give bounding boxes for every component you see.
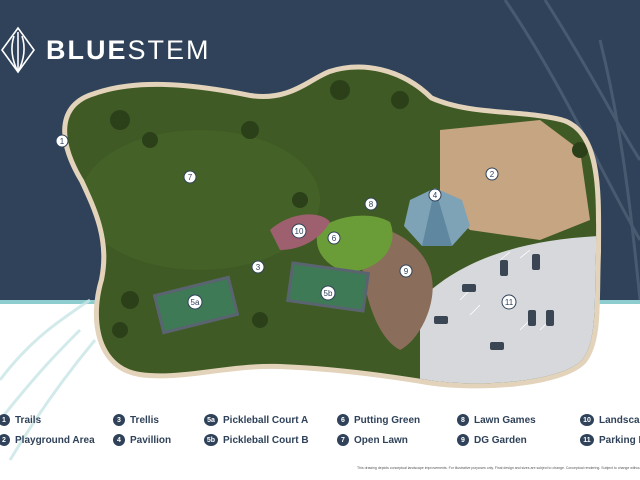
map-marker-label: 5b bbox=[324, 289, 333, 298]
legend-number: 5a bbox=[204, 414, 218, 426]
map-marker-label: 9 bbox=[404, 267, 409, 276]
map-marker-label: 5a bbox=[191, 298, 200, 307]
map-marker-7: 7 bbox=[183, 170, 197, 184]
parked-cars bbox=[434, 254, 554, 350]
map-marker-circle bbox=[251, 260, 265, 274]
map-marker-10: 10 bbox=[291, 223, 307, 239]
map-marker-label: 7 bbox=[188, 173, 193, 182]
map-marker-label: 3 bbox=[256, 263, 261, 272]
legend-label: Landscap bbox=[599, 414, 640, 426]
map-marker-circle bbox=[428, 188, 442, 202]
legend-label: Lawn Games bbox=[474, 414, 536, 426]
legend-item-9: 9 DG Garden bbox=[457, 432, 527, 448]
disclaimer: This drawing depicts conceptual landscap… bbox=[357, 466, 640, 470]
brand: BLUESTEM bbox=[0, 24, 211, 76]
brand-name-light: STEM bbox=[127, 34, 211, 65]
legend-number: 8 bbox=[457, 414, 469, 426]
legend-number: 9 bbox=[457, 434, 469, 446]
legend-label: Pickleball Court B bbox=[223, 434, 309, 446]
map-marker-circle bbox=[320, 285, 336, 301]
legend-label: Putting Green bbox=[354, 414, 421, 426]
legend-label: Parking L bbox=[599, 434, 640, 446]
legend-item-3: 3 Trellis bbox=[113, 412, 159, 428]
map-marker-circle bbox=[187, 294, 203, 310]
legend-number: 1 bbox=[0, 414, 10, 426]
map-marker-label: 2 bbox=[490, 170, 495, 179]
map-marker-1: 1 bbox=[55, 134, 69, 148]
putting-green bbox=[316, 215, 393, 272]
legend-label: Pickleball Court A bbox=[223, 414, 309, 426]
playground-area bbox=[440, 120, 590, 240]
legend: 1 Trails 2 Playground Area 3 Trellis 4 Pavillio… bbox=[0, 412, 640, 456]
legend-label: DG Garden bbox=[474, 434, 527, 446]
legend-item-11: 11 Parking L bbox=[580, 432, 640, 448]
legend-number: 10 bbox=[580, 414, 594, 426]
map-marker-circle bbox=[183, 170, 197, 184]
map-marker-4: 4 bbox=[428, 188, 442, 202]
map-marker-8: 8 bbox=[364, 197, 378, 211]
parking-lot bbox=[420, 236, 597, 384]
map-marker-9: 9 bbox=[399, 264, 413, 278]
map-marker-circle bbox=[364, 197, 378, 211]
brand-name-bold: BLUE bbox=[46, 34, 128, 65]
legend-number: 6 bbox=[337, 414, 349, 426]
legend-item-4: 4 Pavillion bbox=[113, 432, 171, 448]
legend-item-6: 6 Putting Green bbox=[337, 412, 420, 428]
lawn-shade bbox=[80, 130, 320, 270]
legend-label: Trails bbox=[15, 414, 42, 426]
map-marker-circle bbox=[291, 223, 307, 239]
map-marker-label: 11 bbox=[505, 298, 514, 307]
map-marker-circle bbox=[399, 264, 413, 278]
map-marker-label: 10 bbox=[295, 227, 304, 236]
legend-item-2: 2 Playground Area bbox=[0, 432, 95, 448]
map-marker-3: 3 bbox=[251, 260, 265, 274]
legend-number: 3 bbox=[113, 414, 125, 426]
map-marker-circle bbox=[485, 167, 499, 181]
map-marker-11: 11 bbox=[501, 294, 517, 310]
map-marker-5b: 5b bbox=[320, 285, 336, 301]
legend-item-7: 7 Open Lawn bbox=[337, 432, 408, 448]
pavillion bbox=[404, 188, 470, 246]
map-marker-circle bbox=[327, 231, 341, 245]
bluestem-leaf-logo bbox=[1, 26, 35, 74]
legend-label: Trellis bbox=[130, 414, 159, 426]
map-marker-label: 8 bbox=[369, 200, 374, 209]
legend-label: Open Lawn bbox=[354, 434, 408, 446]
map-marker-6: 6 bbox=[327, 231, 341, 245]
legend-number: 5b bbox=[204, 434, 218, 446]
map-marker-5a: 5a bbox=[187, 294, 203, 310]
legend-item-8: 8 Lawn Games bbox=[457, 412, 536, 428]
map-marker-label: 1 bbox=[60, 137, 65, 146]
map-marker-label: 4 bbox=[433, 191, 438, 200]
brand-name: BLUESTEM bbox=[46, 34, 211, 65]
trees bbox=[110, 80, 588, 338]
legend-number: 4 bbox=[113, 434, 125, 446]
legend-number: 11 bbox=[580, 434, 594, 446]
legend-number: 7 bbox=[337, 434, 349, 446]
map-marker-2: 2 bbox=[485, 167, 499, 181]
legend-label: Playground Area bbox=[15, 434, 95, 446]
legend-item-5a: 5a Pickleball Court A bbox=[204, 412, 308, 428]
map-marker-label: 6 bbox=[332, 234, 337, 243]
map-marker-circle bbox=[55, 134, 69, 148]
legend-label: Pavillion bbox=[130, 434, 172, 446]
legend-item-5b: 5b Pickleball Court B bbox=[204, 432, 309, 448]
legend-number: 2 bbox=[0, 434, 10, 446]
legend-item-1: 1 Trails bbox=[0, 412, 41, 428]
legend-item-10: 10 Landscap bbox=[580, 412, 640, 428]
map-marker-circle bbox=[501, 294, 517, 310]
